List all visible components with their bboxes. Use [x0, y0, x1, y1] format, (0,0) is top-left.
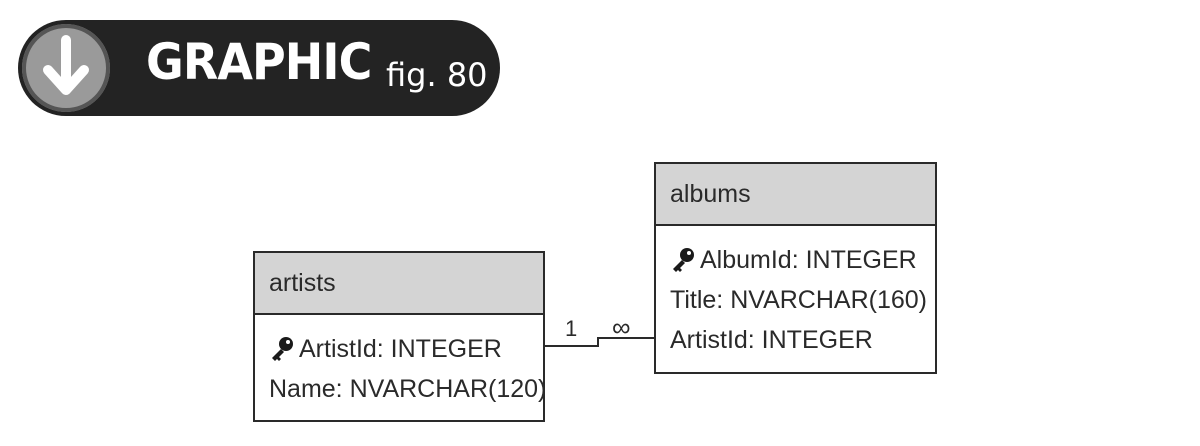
artists-table-fields: ArtistId: INTEGER Name: NVARCHAR(120) [255, 315, 547, 409]
down-arrow-icon [43, 35, 89, 95]
download-badge [22, 24, 110, 112]
figure-number: fig. 80 [386, 56, 488, 94]
field-label: ArtistId: INTEGER [670, 326, 873, 354]
one-cardinality-label: 1 [565, 316, 578, 341]
relationship-line [545, 337, 654, 347]
albums-field-title: Title: NVARCHAR(160) [670, 280, 935, 320]
field-label: Title: NVARCHAR(160) [670, 286, 927, 314]
albums-table-header: albums [656, 164, 935, 226]
key-icon [673, 248, 694, 272]
albums-table-fields: AlbumId: INTEGER Title: NVARCHAR(160) Ar… [656, 226, 935, 360]
banner-title: GRAPHIC [146, 33, 372, 91]
artists-field-name: Name: NVARCHAR(120) [269, 369, 547, 409]
albums-table: albums AlbumId: INTEGER Title: NVARCHAR(… [654, 162, 937, 374]
field-label: Name: NVARCHAR(120) [269, 375, 547, 403]
figure-banner: GRAPHIC fig. 80 [18, 20, 500, 116]
artists-table-header: artists [255, 253, 543, 315]
artists-field-artistid: ArtistId: INTEGER [269, 329, 543, 369]
albums-field-artistid: ArtistId: INTEGER [670, 320, 935, 360]
albums-field-albumid: AlbumId: INTEGER [670, 240, 935, 280]
many-cardinality-label: ∞ [612, 312, 631, 342]
key-icon [272, 337, 293, 361]
field-label: ArtistId: INTEGER [299, 335, 502, 363]
artists-table: artists ArtistId: INTEGER Name: NVARCHAR… [253, 251, 547, 422]
field-label: AlbumId: INTEGER [700, 246, 917, 274]
